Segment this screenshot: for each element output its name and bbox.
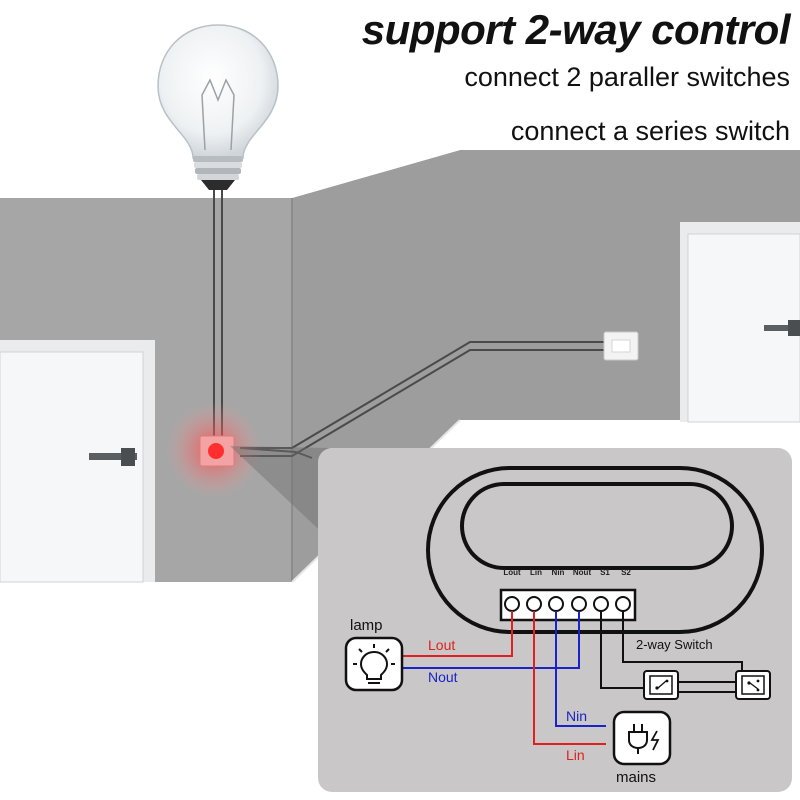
terminal-label: Lout [503,568,521,577]
terminal-labels: Lout Lin Nin Nout S1 S2 [503,568,631,577]
terminal-s1 [593,596,609,612]
wiring-panel: Lout Lin Nin Nout S1 S2 [318,448,792,792]
door-handle [89,453,137,460]
terminal-label: Lin [530,568,542,577]
lamp-icon [344,636,404,692]
two-way-switch-1 [643,670,679,700]
terminals [504,596,631,612]
terminal-label: Nout [573,568,592,577]
switch-wires [600,611,743,693]
headline-line-1: connect 2 paraller switches [464,62,790,92]
terminal-nout [571,596,587,612]
terminal-nin [548,596,564,612]
smart-switch[interactable] [166,402,262,498]
lin-label: Lin [566,747,585,763]
terminal-label: S2 [621,568,631,577]
lamp-label: lamp [350,617,383,634]
live-wire-lin [533,611,606,745]
live-wire-lout [402,611,513,657]
room-wiring [213,190,606,459]
switch-label: 2-way Switch [636,637,713,652]
terminal-s2 [615,596,631,612]
zoom-callout [230,446,330,540]
light-bulb-icon [157,24,279,190]
wall-switch[interactable] [603,331,639,361]
smart-module [426,466,764,634]
nin-label: Nin [566,708,587,724]
terminal-lout [504,596,520,612]
mains-label: mains [616,769,656,786]
right-door [680,222,800,423]
headline-title: support 2-way control [361,6,791,53]
two-way-switch-2 [735,670,771,700]
terminal-lin [526,596,542,612]
terminal-label: Nin [552,568,565,577]
neutral-wire-nin [555,611,606,727]
right-wall [292,150,800,582]
door-handle [764,325,800,331]
mains-plug-icon [612,710,672,766]
nout-label: Nout [428,669,458,685]
headline-line-2: connect a series switch [510,116,790,146]
lout-label: Lout [428,637,455,653]
left-door [0,340,155,583]
neutral-wire-nout [402,611,580,669]
terminal-label: S1 [600,568,610,577]
